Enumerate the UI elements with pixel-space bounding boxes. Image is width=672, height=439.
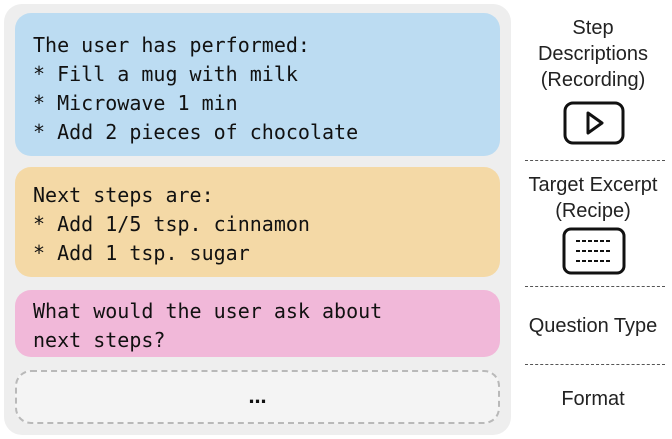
label-line: (Recipe)	[555, 200, 631, 222]
separator	[525, 286, 665, 287]
next-steps-box: Next steps are: * Add 1/5 tsp. cinnamon …	[15, 167, 500, 277]
label-line: Target Excerpt	[528, 174, 658, 196]
format-label: Format	[561, 388, 625, 410]
next-steps-line: * Add 1 tsp. sugar	[33, 241, 250, 265]
history-line: * Fill a mug with milk	[33, 62, 298, 86]
history-box: The user has performed: * Fill a mug wit…	[15, 13, 500, 156]
question-line: What would the user ask about	[33, 299, 383, 323]
document-lines-icon	[562, 227, 626, 275]
label-line: (Recording)	[540, 69, 646, 91]
ellipsis: …	[248, 386, 267, 408]
next-steps-line: Next steps are:	[33, 183, 214, 207]
next-steps-line: * Add 1/5 tsp. cinnamon	[33, 212, 310, 236]
question-type-label: Question Type	[528, 315, 658, 337]
play-icon	[563, 101, 625, 145]
separator	[525, 364, 665, 365]
question-box: What would the user ask about next steps…	[15, 290, 500, 357]
history-line: * Microwave 1 min	[33, 91, 238, 115]
question-line: next steps?	[33, 328, 166, 352]
separator	[525, 160, 665, 161]
target-excerpt-label: Target Excerpt (Recipe)	[513, 172, 672, 224]
more-box: …	[15, 370, 500, 424]
step-descriptions-label: Step Descriptions (Recording)	[513, 15, 672, 93]
label-line: Step	[572, 17, 614, 39]
history-line: * Add 2 pieces of chocolate	[33, 120, 359, 144]
label-line: Descriptions	[537, 43, 649, 65]
history-line: The user has performed:	[33, 33, 310, 57]
